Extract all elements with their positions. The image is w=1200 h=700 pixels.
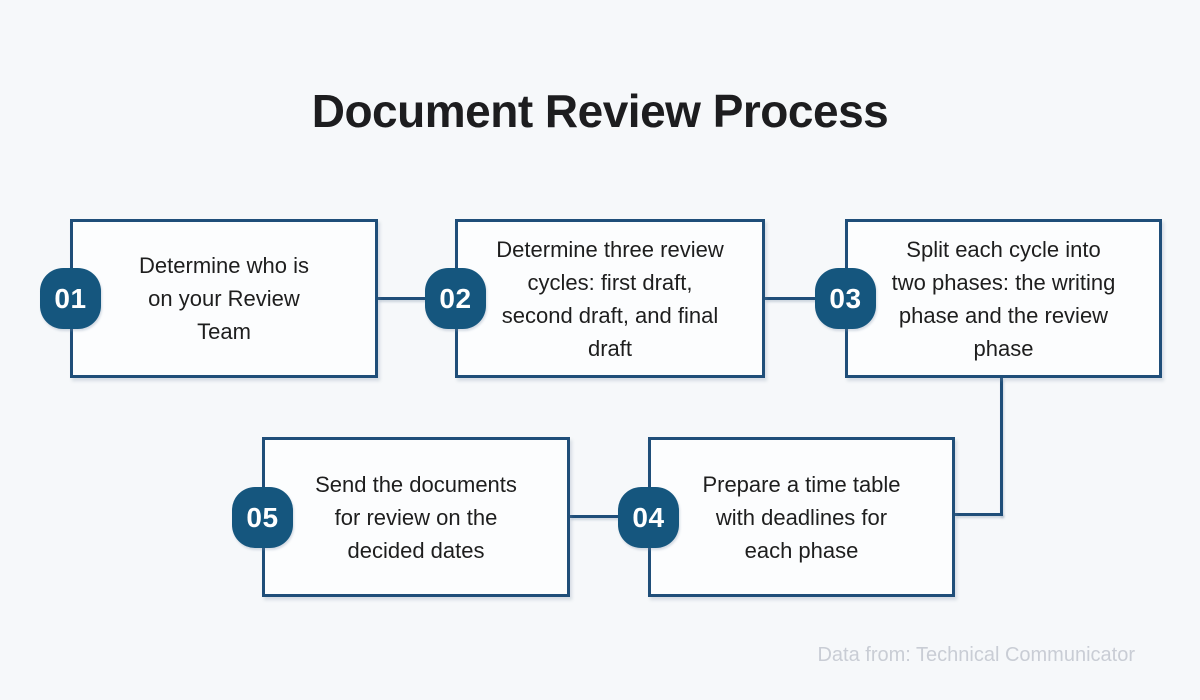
step-number-badge-05: 05: [232, 487, 293, 548]
attribution-text: Data from: Technical Communicator: [817, 644, 1135, 666]
connector-step2-step3: [765, 297, 845, 300]
step-node-03: Split each cycle into two phases: the wr…: [845, 219, 1162, 378]
step-node-05: Send the documents for review on the dec…: [262, 437, 570, 597]
step-number-badge-03: 03: [815, 268, 876, 329]
step-text: Split each cycle into two phases: the wr…: [891, 236, 1116, 361]
step-text: Determine who is on your Review Team: [139, 253, 309, 344]
step-node-01: Determine who is on your Review Team: [70, 219, 378, 378]
connector-down-step4: [955, 513, 1003, 516]
step-text: Prepare a time table with deadlines for …: [702, 471, 901, 563]
step-number-badge-01: 01: [40, 268, 101, 329]
page-title: Document Review Process: [311, 85, 889, 137]
connector-step5-step4: [570, 515, 648, 518]
connector-step1-step2: [378, 297, 455, 300]
step-text: Determine three review cycles: first dra…: [496, 236, 724, 361]
step-number-badge-04: 04: [618, 487, 679, 548]
step-text: Send the documents for review on the dec…: [315, 471, 517, 563]
step-node-02: Determine three review cycles: first dra…: [455, 219, 765, 378]
step-node-04: Prepare a time table with deadlines for …: [648, 437, 955, 597]
connector-step3-down: [1000, 378, 1003, 516]
step-number-badge-02: 02: [425, 268, 486, 329]
